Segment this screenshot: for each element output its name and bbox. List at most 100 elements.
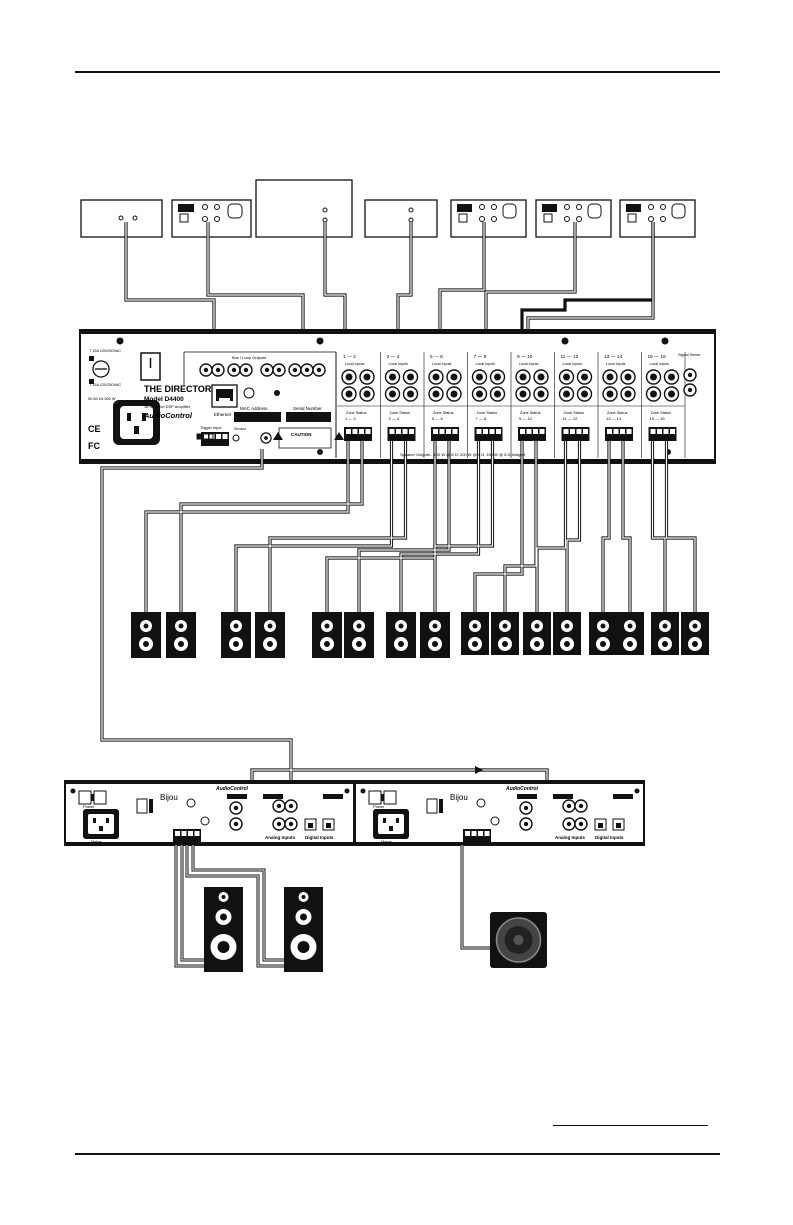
trigger-label: Trigger Input [200, 426, 222, 430]
signal-direction-arrow [475, 766, 483, 774]
bookshelf-speaker [616, 612, 644, 655]
bookshelf-speaker [420, 612, 450, 658]
director-model: Model D4400 [144, 396, 184, 403]
rca-jack [558, 369, 575, 385]
rca-jack [359, 386, 375, 402]
local-inputs-label: Local Inputs [606, 362, 626, 366]
rca-jack [533, 369, 549, 385]
director-logo: AudioControl [143, 411, 193, 420]
bijou-logo: AudioControl [215, 786, 249, 792]
rca-jack [602, 369, 618, 385]
zone-status-label: Zone Status [520, 411, 541, 415]
channel-pair-label: 1 — 2 [343, 354, 356, 360]
channel-pair-label-lower: 13 — 14 [606, 416, 622, 421]
bijou-power-label: Power [373, 804, 385, 809]
network-streamer-1 [171, 199, 252, 238]
source-box-1 [80, 199, 163, 238]
bookshelf-speaker [255, 612, 285, 658]
rca-jack [341, 369, 357, 385]
bookshelf-speaker [166, 612, 196, 658]
speaker-terminal [561, 427, 590, 441]
channel-pair-label: 7 — 8 [474, 354, 487, 360]
zone-status-label: Zone Status [607, 411, 628, 415]
speaker-terminal [648, 427, 677, 441]
subwoofer [490, 912, 547, 968]
page-number-rule [553, 1125, 708, 1126]
bookshelf-speaker [553, 612, 581, 655]
rca-jack [515, 369, 531, 385]
bookshelf-speaker [491, 612, 519, 655]
bookshelf-speaker [312, 612, 342, 658]
zone-status-label: Zone Status [651, 411, 672, 415]
rca-jack [489, 386, 506, 402]
analog-inputs-label: Analog Inputs [265, 835, 295, 840]
ce-mark: CE [88, 424, 101, 434]
speaker-terminal [344, 427, 372, 441]
rca-jack [359, 369, 375, 385]
zone-status-label: Zone Status [433, 411, 454, 415]
rca-jack [384, 369, 401, 385]
rca-jack [645, 369, 662, 385]
signal-sense-label: Signal Sense [678, 353, 700, 357]
floorstanding-speaker-right [284, 887, 323, 972]
channel-pair-label: 13 — 14 [604, 354, 622, 360]
ethernet-label: Ethernet [214, 412, 232, 417]
local-inputs-label: Local Inputs [563, 362, 583, 366]
power-rating: 50-60 Hz 600 W [88, 397, 116, 401]
rca-jack [515, 386, 531, 402]
bijou-mains-label: Mains [381, 839, 392, 844]
analog-inputs-label: Analog Inputs [555, 835, 585, 840]
speaker-terminal [518, 427, 546, 441]
zone-status-label: Zone Status [390, 411, 411, 415]
mac-label: MAC Address [240, 406, 268, 411]
rca-jack [384, 386, 401, 402]
bijou-name: Bijou [160, 793, 178, 802]
rca-jack [576, 369, 593, 385]
channel-pair-label: 5 — 6 [430, 354, 443, 360]
rca-jack [428, 369, 444, 385]
bookshelf-speaker [386, 612, 416, 658]
local-inputs-label: Local Inputs [476, 362, 496, 366]
rca-jack [602, 386, 618, 402]
zone-status-label: Zone Status [477, 411, 498, 415]
source-box-2 [364, 199, 438, 238]
rca-jack [446, 369, 462, 385]
top-rule [75, 71, 720, 73]
local-inputs-label: Local Inputs [432, 362, 452, 366]
bookshelf-speaker [461, 612, 489, 655]
rca-jack [645, 386, 662, 402]
local-inputs-label: Local Inputs [389, 362, 409, 366]
digital-inputs-label: Digital Inputs [305, 835, 334, 840]
bookshelf-speaker [221, 612, 251, 658]
bookshelf-speaker [131, 612, 161, 658]
sensor-label: Sensor [234, 427, 247, 431]
director-brand: THE DIRECTOR [144, 384, 212, 394]
rca-jack [558, 386, 575, 402]
rca-jack [663, 386, 680, 402]
bookshelf-speaker [651, 612, 679, 655]
local-inputs-label: Local Inputs [345, 362, 365, 366]
rca-jack [620, 386, 636, 402]
channel-pair-label: 11 — 12 [561, 354, 579, 360]
fc-mark: FC [88, 441, 100, 451]
channel-pair-label-lower: 5 — 6 [432, 416, 443, 421]
channel-pair-label-lower: 11 — 12 [563, 416, 579, 421]
bijou-name: Bijou [450, 793, 468, 802]
rca-jack [489, 369, 506, 385]
serial-label: Serial Number [293, 406, 322, 411]
bookshelf-speaker [589, 612, 617, 655]
rca-jack [471, 386, 488, 402]
channel-pair-label-lower: 15 — 16 [650, 416, 666, 421]
channel-pair-label-lower: 7 — 8 [476, 416, 487, 421]
bijou-logo: AudioControl [505, 786, 539, 792]
speaker-terminal [431, 427, 459, 441]
